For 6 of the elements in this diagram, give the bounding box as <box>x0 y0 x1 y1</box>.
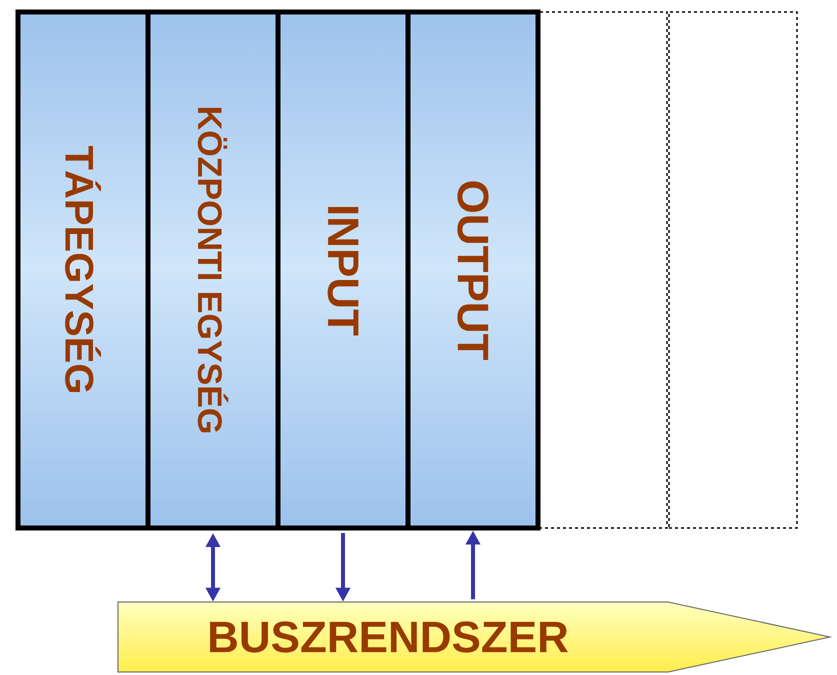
unit-column: KÖZPONTI EGYSÉG <box>146 10 280 530</box>
unit-column: INPUT <box>276 10 410 530</box>
unit-column: TÁPEGYSÉG <box>16 10 150 530</box>
unit-column: OUTPUT <box>406 10 540 530</box>
empty-slot <box>668 11 798 529</box>
empty-slot <box>538 11 668 529</box>
